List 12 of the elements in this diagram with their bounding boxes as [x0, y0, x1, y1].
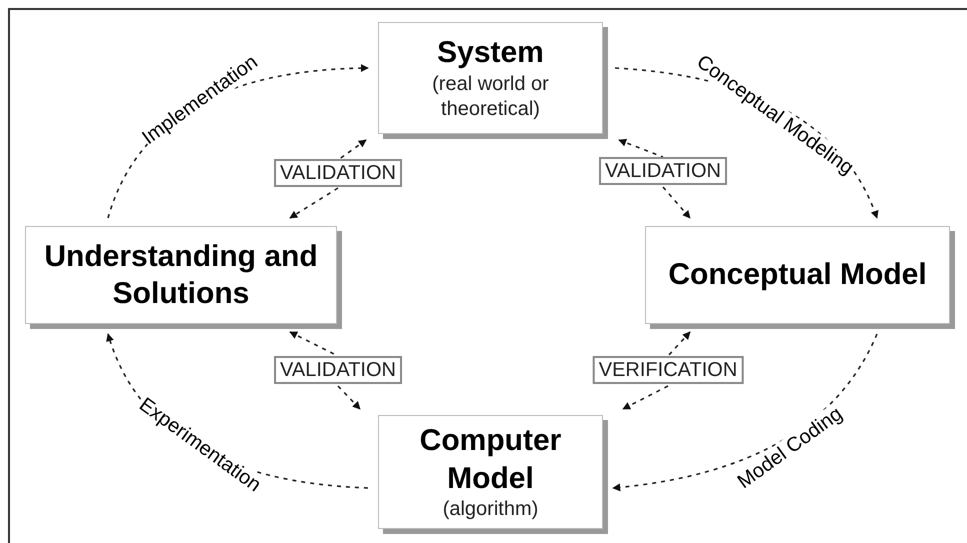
dotted-arrow [618, 138, 691, 219]
box-title: Computer Model [418, 423, 562, 496]
box-title: System [436, 35, 545, 72]
edge-label: VALIDATION [274, 356, 402, 384]
box-title: Conceptual Model [667, 257, 928, 294]
edge-label: VALIDATION [274, 159, 402, 187]
dotted-arrow [289, 139, 367, 219]
edge-label: VERIFICATION [592, 356, 744, 384]
box-subtitle: (algorithm) [442, 497, 540, 522]
box-subtitle: (real world or theoretical) [431, 72, 550, 122]
box-title: Understanding and Solutions [43, 238, 319, 312]
edge-label: VALIDATION [599, 157, 727, 185]
